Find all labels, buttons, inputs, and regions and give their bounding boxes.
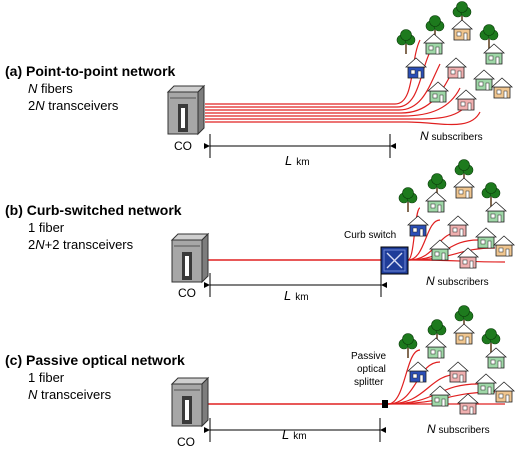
curb-switch-icon — [380, 246, 409, 275]
panel-b-co-label: CO — [178, 286, 196, 300]
panel-passive-optical: (c) Passive optical network 1 fiber N tr… — [5, 305, 516, 449]
panel-c-co-label: CO — [177, 435, 195, 449]
panel-a-fiber-bundle — [205, 39, 481, 126]
panel-b-fibers-label: 1 fiber — [28, 220, 65, 235]
panel-point-to-point: (a) Point-to-point network N fibers 2N t… — [5, 1, 514, 168]
panel-a-co-label: CO — [174, 139, 192, 153]
panel-c-central-office-icon — [170, 376, 210, 428]
curb-switch-label: Curb switch — [344, 230, 396, 241]
panel-b-central-office-icon — [170, 232, 210, 284]
panel-c-title: (c) Passive optical network — [5, 352, 185, 368]
splitter-label: Passive optical splitter — [351, 351, 389, 388]
panel-c-transceivers-label: N transceivers — [28, 387, 112, 402]
panel-b-transceivers-label: 2N+2 transceivers — [28, 237, 134, 252]
panel-curb-switched: (b) Curb-switched network 1 fiber 2N+2 t… — [5, 159, 516, 303]
panel-b-subscriber-houses — [398, 159, 516, 269]
panel-c-distance-marker — [204, 418, 386, 442]
panel-a-title: (a) Point-to-point network — [5, 63, 176, 79]
passive-splitter-icon — [382, 400, 388, 408]
panel-b-subscribers-label: N subscribers — [426, 274, 489, 288]
panel-a-central-office-icon — [166, 84, 206, 136]
panel-b-title: (b) Curb-switched network — [5, 202, 182, 218]
panel-a-subscriber-houses — [396, 1, 514, 111]
panel-c-fibers-label: 1 fiber — [28, 370, 65, 385]
panel-a-fibers-label: N fibers — [28, 81, 73, 96]
panel-a-transceivers-label: 2N transceivers — [28, 98, 119, 113]
panel-a-distance-marker — [204, 134, 396, 158]
panel-b-distance-marker — [204, 273, 387, 297]
panel-c-subscribers-label: N subscribers — [427, 422, 490, 436]
panel-c-subscriber-houses — [398, 305, 516, 415]
panel-a-subscribers-label: N subscribers — [420, 129, 483, 143]
